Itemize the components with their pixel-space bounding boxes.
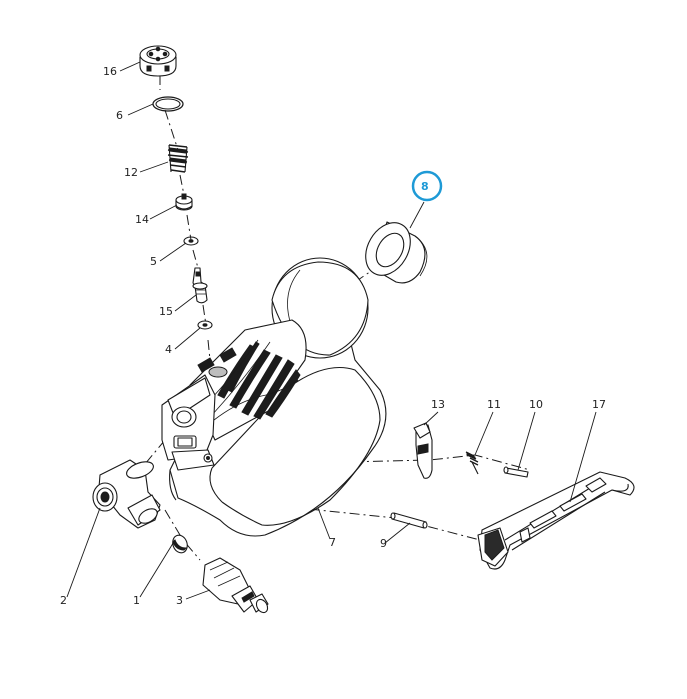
callout-9: 9	[380, 537, 387, 550]
callout-1: 1	[133, 594, 140, 607]
callout-5: 5	[150, 255, 157, 268]
callout-14: 14	[135, 213, 149, 226]
part-2-elbow-fitting	[92, 459, 161, 529]
part-10-pin	[503, 466, 529, 478]
part-15-valve-stem	[192, 267, 208, 304]
callout-12: 12	[124, 166, 138, 179]
callout-3: 3	[176, 594, 183, 607]
part-14-valve-head	[175, 193, 193, 211]
callout-4: 4	[165, 343, 172, 356]
part-3-quick-coupler	[202, 557, 269, 614]
part-7-main-housing	[161, 257, 387, 537]
part-9-long-pin	[390, 512, 428, 529]
leader-lines	[66, 61, 597, 600]
callout-13: 13	[431, 398, 445, 411]
callout-7: 7	[329, 536, 336, 549]
part-4-small-washer	[197, 320, 213, 330]
callout-6: 6	[116, 109, 123, 122]
callout-16: 16	[103, 65, 117, 78]
part-1-seal	[172, 534, 188, 554]
callout-10: 10	[529, 398, 543, 411]
callout-2: 2	[60, 594, 67, 607]
part-17-lever-handle	[477, 471, 635, 570]
part-13-trigger	[413, 422, 433, 479]
callout-11: 11	[487, 398, 501, 411]
callout-17: 17	[592, 398, 606, 411]
part-5-washer	[183, 236, 199, 246]
part-8-seal-ring	[365, 221, 428, 284]
part-12-spring	[167, 144, 189, 173]
callout-labels: 16 6 12 14 5 15 4 8 13 11 10 17 7 9 2 1 …	[60, 65, 606, 607]
part-16-cap	[139, 45, 177, 77]
callout-15: 15	[159, 305, 173, 318]
highlight-circle	[411, 170, 443, 202]
part-6-o-ring	[152, 96, 184, 112]
part-11-torsion-spring	[465, 451, 479, 475]
callout-8: 8	[421, 180, 429, 193]
